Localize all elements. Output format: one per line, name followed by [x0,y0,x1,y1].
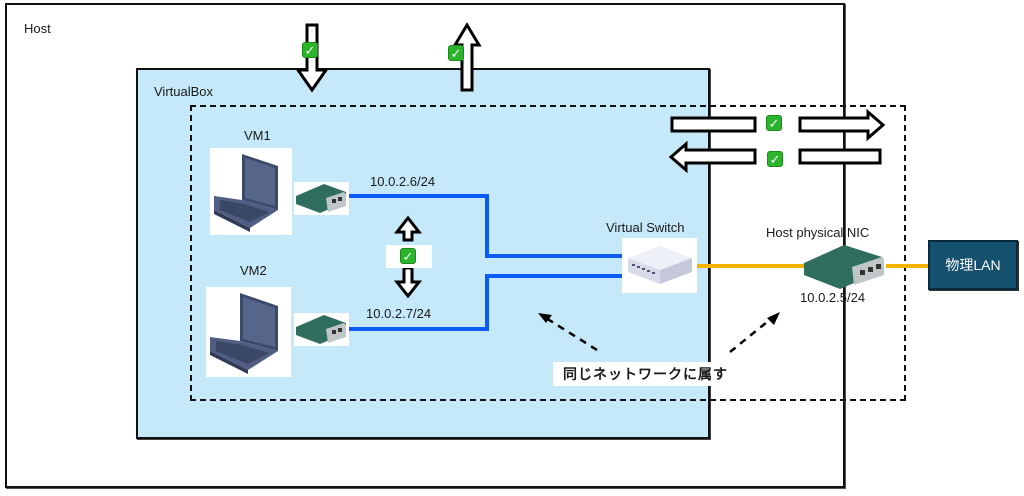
vm2-ip-label: 10.0.2.7/24 [366,306,432,321]
virtual-switch-icon [622,238,697,293]
vm1-link [349,194,622,258]
check-icon: ✓ [302,42,318,58]
check-icon: ✓ [400,248,416,264]
vm1-label: VM1 [244,128,271,143]
physical-lan-label: 物理LAN [945,257,1001,273]
arrow-bidirectional-icon [393,215,423,299]
host-nic-ip-label: 10.0.2.5/24 [800,290,866,305]
vm2-link [349,274,622,331]
host-nic-icon [802,243,887,291]
vm1-laptop-icon [210,148,292,235]
check-icon: ✓ [767,151,783,167]
vm2-label: VM2 [240,263,267,278]
arrow-right-icon [670,108,886,142]
same-network-note: 同じネットワークに属す [553,362,738,386]
vm2-nic-icon [294,313,349,346]
pointer-arrow-left-icon [538,313,598,352]
physical-lan-box: 物理LAN [928,240,1018,290]
virtual-switch-label: Virtual Switch [606,220,685,235]
pointer-arrow-right-icon [729,312,780,353]
virtualbox-label: VirtualBox [154,84,214,99]
arrow-left-icon [668,140,882,174]
vm1-nic-icon [294,182,349,215]
vm2-laptop-icon [206,287,291,377]
host-label: Host [24,21,51,36]
check-icon: ✓ [448,45,464,61]
host-nic-label: Host physical NIC [766,225,870,240]
network-boundary [190,105,906,401]
check-icon: ✓ [766,115,782,131]
vm1-ip-label: 10.0.2.6/24 [370,174,436,189]
